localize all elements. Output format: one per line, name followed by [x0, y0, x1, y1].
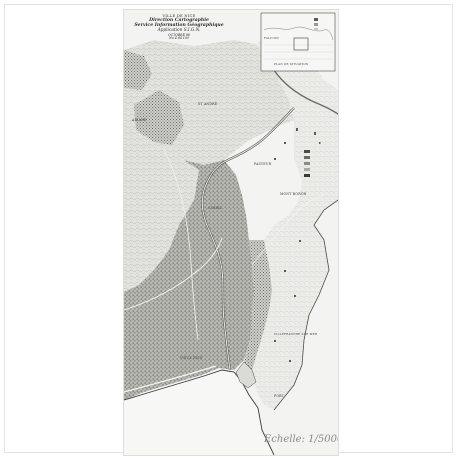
hills-west: [124, 136, 199, 292]
title-line-1: Direction Cartographie: [149, 18, 209, 24]
inset-legend-swatch-3: [314, 28, 318, 31]
hills-east: [252, 30, 338, 410]
title-line-5: No 4 84 100: [169, 36, 189, 41]
legend-mark-5: [304, 174, 310, 177]
inset-map-hatch: [264, 44, 333, 60]
label-pasteur: PASTEUR: [254, 162, 272, 166]
road-north: [163, 149, 199, 341]
legend-mark-4: [304, 168, 310, 171]
label-vieux-nice: VIEUX NICE: [180, 356, 203, 360]
urban-core: [124, 160, 254, 400]
hill-building-marks: [274, 128, 321, 362]
map-drawing: [124, 10, 338, 455]
title-city: VILLE DE NICE: [162, 14, 196, 18]
legend-mark-1: [304, 150, 310, 153]
scale-label: Echelle: 1/5000: [264, 434, 338, 445]
label-falicon: FALICON: [264, 36, 279, 40]
legend-mark-2: [304, 156, 310, 159]
label-port: PORT: [274, 394, 285, 398]
urban-east: [244, 240, 272, 370]
title-block: VILLE DE NICE Direction Cartographie Ser…: [130, 14, 228, 41]
inset-legend-swatch-2: [314, 23, 318, 26]
inset-map-coast: [263, 26, 334, 41]
upper-valley: [273, 69, 338, 115]
coastline-east: [273, 199, 338, 411]
label-ariane: ARIANE: [132, 118, 147, 122]
label-inset-note: PLAN DE SITUATION: [274, 62, 309, 66]
label-st-andre: ST ANDRÉ: [198, 102, 218, 106]
map-sheet[interactable]: VILLE DE NICE Direction Cartographie Ser…: [124, 10, 338, 455]
title-line-4: OCTOBRE 88: [168, 32, 190, 37]
coastline: [124, 369, 275, 455]
road-promenade: [124, 365, 217, 393]
legend-mark-3: [304, 162, 310, 165]
title-line-2: Service Information Géographique: [134, 23, 224, 29]
label-mont-boron: MONT BORON: [280, 192, 307, 196]
title-line-3: Application S.I.G.N.: [157, 27, 201, 33]
label-cimiez: CIMIEZ: [208, 206, 222, 210]
label-villefranche: VILLEFRANCHE SUR MER: [274, 332, 318, 336]
sea-area: [124, 200, 338, 455]
road-east: [251, 194, 325, 266]
inset-map-frame: [293, 37, 309, 51]
river-valley-inner: [201, 107, 295, 371]
road-west: [124, 237, 223, 311]
port-basin: [235, 361, 257, 389]
inset-legend-swatch-1: [314, 18, 318, 21]
dense-north: [134, 90, 184, 145]
dense-northwest: [124, 50, 152, 90]
inset-map-box: [260, 12, 336, 72]
